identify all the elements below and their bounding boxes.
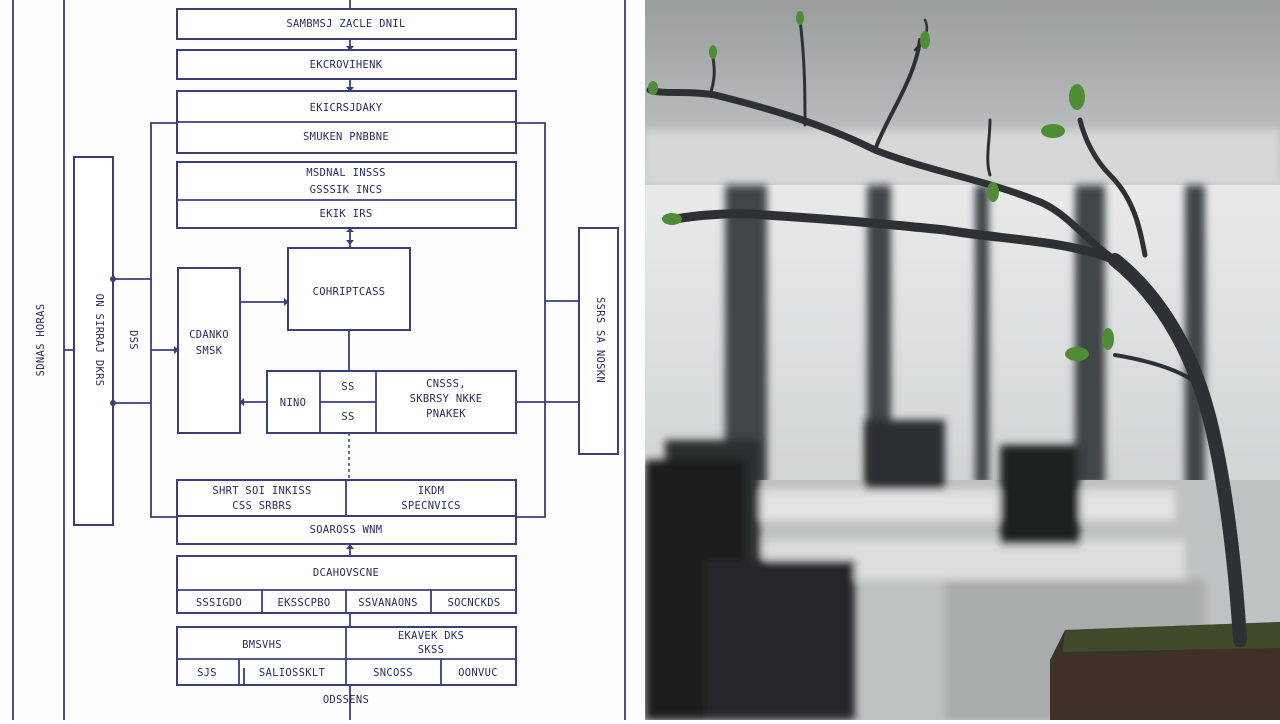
svg-text:GSSSIK INCS: GSSSIK INCS bbox=[310, 184, 383, 196]
svg-text:CNSSS,: CNSSS, bbox=[426, 378, 466, 390]
box-stack-3: EKICRSJDAKY SMUKEN PNBBNE bbox=[176, 90, 517, 154]
svg-text:IKDM: IKDM bbox=[418, 485, 445, 497]
box-row1: NINO SS SS CNSSS, SKBRSY NKKE PNAKEK bbox=[266, 370, 517, 434]
box-lower-3: DCAHOVSCNE SSSIGDO EKSSCPBO SSVANAONS SO… bbox=[176, 555, 517, 614]
svg-text:SHRT SOI INKISS: SHRT SOI INKISS bbox=[212, 485, 311, 497]
box-right-tall: SSRS SA NOSKN bbox=[578, 227, 619, 455]
svg-text:SALIOSSKLT: SALIOSSKLT bbox=[259, 667, 326, 679]
photo-svg bbox=[645, 0, 1280, 720]
svg-text:SOAROSS WNM: SOAROSS WNM bbox=[310, 524, 383, 536]
svg-text:SS: SS bbox=[341, 381, 354, 393]
left-small-label: DSS bbox=[127, 330, 139, 350]
svg-text:MSDNAL INSSS: MSDNAL INSSS bbox=[306, 167, 385, 179]
box-left-middle: CDANKO SMSK bbox=[177, 267, 241, 434]
svg-text:SSVANAONS: SSVANAONS bbox=[358, 597, 418, 609]
svg-text:PNAKEK: PNAKEK bbox=[426, 408, 466, 420]
svg-text:SOCNCKDS: SOCNCKDS bbox=[448, 597, 501, 609]
box-stack-4: MSDNAL INSSS GSSSIK INCS EKIK IRS bbox=[176, 161, 517, 229]
svg-text:EKSSCPBO: EKSSCPBO bbox=[278, 597, 331, 609]
svg-text:SJS: SJS bbox=[197, 667, 217, 679]
box-left-tall: ON SIRRAJ DKRS bbox=[73, 156, 114, 526]
box-center: COHRIPTCASS bbox=[287, 247, 411, 331]
svg-text:SMUKEN PNBBNE: SMUKEN PNBBNE bbox=[303, 131, 389, 143]
bottom-label: ODSSENS bbox=[323, 694, 369, 706]
svg-text:SMSK: SMSK bbox=[196, 345, 223, 357]
svg-text:NINO: NINO bbox=[280, 397, 307, 409]
svg-text:SAMBMSJ ZACLE DNIL: SAMBMSJ ZACLE DNIL bbox=[286, 18, 405, 30]
svg-text:BMSVHS: BMSVHS bbox=[242, 639, 282, 651]
svg-text:CDANKO: CDANKO bbox=[189, 329, 229, 341]
block-diagram: SDNAS HORAS SAMBMSJ ZACLE DNIL EKCROVIHE… bbox=[12, 0, 626, 720]
svg-text:EKICRSJDAKY: EKICRSJDAKY bbox=[310, 102, 383, 114]
svg-text:SKSS: SKSS bbox=[418, 644, 445, 656]
svg-text:ON SIRRAJ DKRS: ON SIRRAJ DKRS bbox=[93, 294, 105, 387]
svg-text:SSSIGDO: SSSIGDO bbox=[196, 597, 242, 609]
box-top-1: SAMBMSJ ZACLE DNIL bbox=[176, 8, 517, 40]
svg-text:DCAHOVSCNE: DCAHOVSCNE bbox=[313, 567, 379, 579]
svg-text:CSS SRBRS: CSS SRBRS bbox=[232, 500, 292, 512]
svg-text:SSRS SA NOSKN: SSRS SA NOSKN bbox=[594, 297, 606, 383]
box-lower-1: SHRT SOI INKISS CSS SRBRS IKDM SPECNVICS bbox=[176, 479, 517, 517]
svg-text:OONVUC: OONVUC bbox=[458, 667, 498, 679]
box-lower-4: BMSVHS EKAVEK DKS SKSS SJS SALIOSSKLT SN… bbox=[176, 626, 517, 686]
svg-text:SKBRSY NKKE: SKBRSY NKKE bbox=[410, 393, 483, 405]
svg-text:COHRIPTCASS: COHRIPTCASS bbox=[313, 286, 386, 298]
svg-text:EKIK IRS: EKIK IRS bbox=[320, 208, 373, 220]
svg-text:EKAVEK DKS: EKAVEK DKS bbox=[398, 630, 464, 642]
box-lower-2: SOAROSS WNM bbox=[176, 515, 517, 545]
svg-text:SS: SS bbox=[341, 411, 354, 423]
box-top-2: EKCROVIHENK bbox=[176, 49, 517, 80]
svg-text:SNCOSS: SNCOSS bbox=[373, 667, 413, 679]
office-bonsai-photo bbox=[645, 0, 1280, 720]
diagram-svg: SDNAS HORAS SAMBMSJ ZACLE DNIL EKCROVIHE… bbox=[12, 0, 626, 720]
svg-text:EKCROVIHENK: EKCROVIHENK bbox=[310, 59, 383, 71]
svg-text:SPECNVICS: SPECNVICS bbox=[401, 500, 461, 512]
left-edge-label: SDNAS HORAS bbox=[35, 304, 47, 377]
